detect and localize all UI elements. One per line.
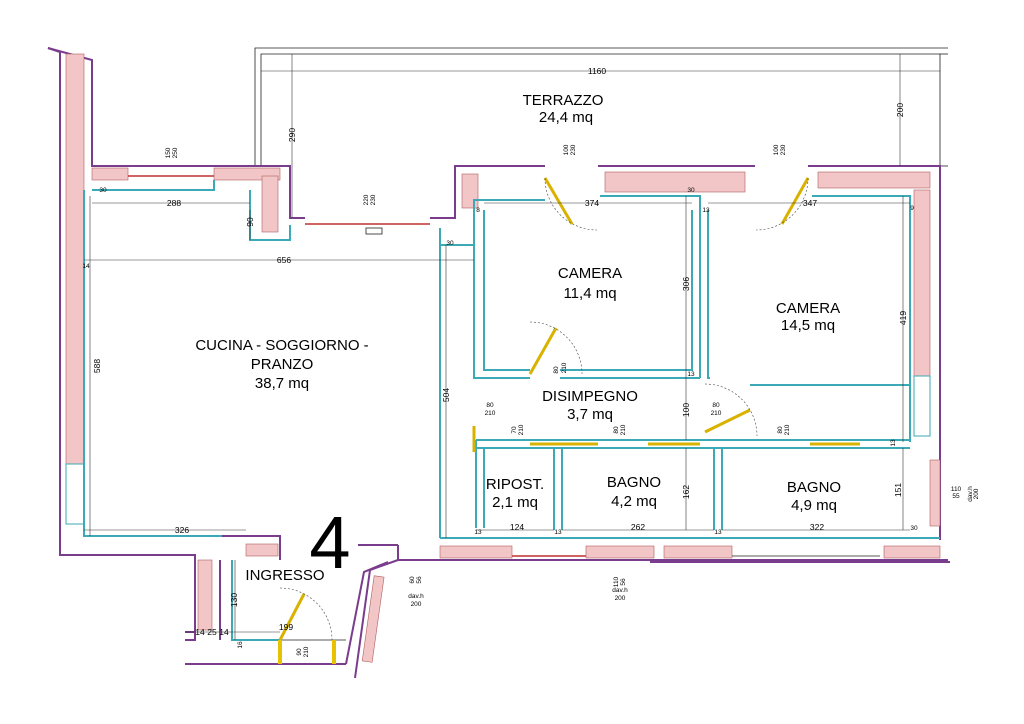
dim-label: 200 — [615, 595, 626, 602]
dim-label: 262 — [631, 522, 645, 532]
camera2-area: 14,5 mq — [781, 317, 835, 334]
dim-label: 80 — [553, 366, 560, 374]
ingresso-name: INGRESSO — [245, 567, 324, 584]
dim-label: 14 — [195, 627, 205, 637]
dim-label: 90 — [296, 648, 303, 656]
dim-label: 124 — [510, 522, 524, 532]
dim-label: 200 — [411, 601, 422, 608]
dim-label: 13 — [687, 371, 695, 378]
dim-label: 288 — [167, 198, 181, 208]
dim-label: 56 — [416, 576, 423, 584]
dim-label: 80 — [613, 426, 620, 434]
disimpegno-name: DISIMPEGNO — [542, 388, 638, 405]
dim-label: dav.h — [967, 486, 974, 502]
dim-label: 210 — [518, 424, 525, 435]
doors — [278, 177, 860, 664]
dim-label: 100 — [681, 403, 691, 417]
dim-label: 14 — [82, 263, 90, 270]
bagno2-name: BAGNO — [787, 479, 841, 496]
dim-label: 30 — [910, 525, 918, 532]
dim-label: 90 — [245, 217, 255, 227]
dim-label: 220 — [363, 194, 370, 205]
dim-label: 80 — [712, 402, 720, 409]
dim-label: 70 — [511, 426, 518, 434]
ripost-area: 2,1 mq — [492, 494, 538, 511]
dim-label: dav.h — [612, 587, 628, 594]
terrazzo-name: TERRAZZO — [523, 92, 604, 109]
dim-label: 199 — [279, 622, 293, 632]
dim-label: 210 — [485, 410, 496, 417]
dim-label: 13 — [714, 529, 722, 536]
dim-label: dav.h — [408, 593, 424, 600]
camera2-name: CAMERA — [776, 300, 840, 317]
bagno1-name: BAGNO — [607, 474, 661, 491]
dim-label: 56 — [620, 578, 627, 586]
cucina-area: 38,7 mq — [255, 375, 309, 392]
outer-walls — [47, 47, 950, 679]
terrace-outline — [254, 47, 948, 167]
dim-label: 210 — [561, 362, 568, 373]
unit-number: 4 — [309, 501, 350, 584]
dim-label: 210 — [711, 410, 722, 417]
terrazzo-area: 24,4 mq — [539, 109, 593, 126]
camera1-area: 11,4 mq — [563, 285, 616, 302]
dimension-labels: 1160 200 290 150 250 220 230 100 230 100… — [82, 66, 980, 657]
dim-label: 13 — [702, 207, 710, 214]
cucina-name-line2: PRANZO — [251, 356, 314, 373]
dim-label: 322 — [810, 522, 824, 532]
dim-label: 162 — [681, 485, 691, 499]
dim-label: 210 — [620, 424, 627, 435]
dim-label: 30 — [446, 240, 454, 247]
dim-label: 9 — [910, 205, 914, 212]
dim-label: 230 — [370, 194, 377, 205]
ripost-name: RIPOST. — [486, 476, 544, 493]
dim-label: 110 — [613, 576, 620, 587]
dim-label: 230 — [780, 144, 787, 155]
dim-label: 656 — [277, 255, 291, 265]
dim-label: 419 — [898, 311, 908, 325]
dim-label: 200 — [973, 488, 980, 499]
dim-label: 30 — [687, 187, 695, 194]
dim-label: 100 — [773, 144, 780, 155]
dim-label: 14 — [219, 627, 229, 637]
dim-label: 80 — [486, 402, 494, 409]
dim-label: 60 — [409, 576, 416, 584]
dim-label: 151 — [893, 483, 903, 497]
dim-label: 55 — [952, 493, 960, 500]
dim-label: 150 — [165, 147, 172, 158]
dim-label: 290 — [287, 128, 297, 142]
camera1-name: CAMERA — [558, 265, 622, 282]
dim-label: 8 — [476, 207, 480, 214]
dim-label: 16 — [237, 641, 244, 649]
dim-label: 230 — [570, 144, 577, 155]
dim-label: 306 — [681, 277, 691, 291]
disimpegno-area: 3,7 mq — [567, 406, 613, 423]
dim-label: 80 — [777, 426, 784, 434]
interior-walls — [439, 210, 910, 538]
bagno2-area: 4,9 mq — [791, 497, 837, 514]
dim-label: 13 — [554, 529, 562, 536]
dim-label: 110 — [951, 486, 962, 493]
dim-label: 588 — [92, 359, 102, 373]
cucina-name-line1: CUCINA - SOGGIORNO - — [195, 337, 368, 354]
dim-label: 100 — [563, 144, 570, 155]
dim-label: 347 — [803, 198, 817, 208]
dim-label: 30 — [99, 187, 107, 194]
dim-label: 504 — [441, 388, 451, 402]
dim-label: 374 — [585, 198, 599, 208]
dim-label: 250 — [172, 147, 179, 158]
dim-label: 25 — [207, 627, 217, 637]
dim-label: 13 — [890, 439, 897, 447]
dimension-lines — [84, 54, 940, 640]
dim-label: 13 — [474, 529, 482, 536]
dim-label: 200 — [895, 103, 905, 117]
dim-label: 326 — [175, 525, 189, 535]
dim-label: 1160 — [588, 66, 607, 76]
dim-label: 210 — [784, 424, 791, 435]
room-labels: TERRAZZO 24,4 mq CUCINA - SOGGIORNO - PR… — [195, 92, 841, 584]
dim-label: 210 — [303, 646, 310, 657]
dim-label: 130 — [229, 593, 239, 607]
bagno1-area: 4,2 mq — [611, 493, 657, 510]
